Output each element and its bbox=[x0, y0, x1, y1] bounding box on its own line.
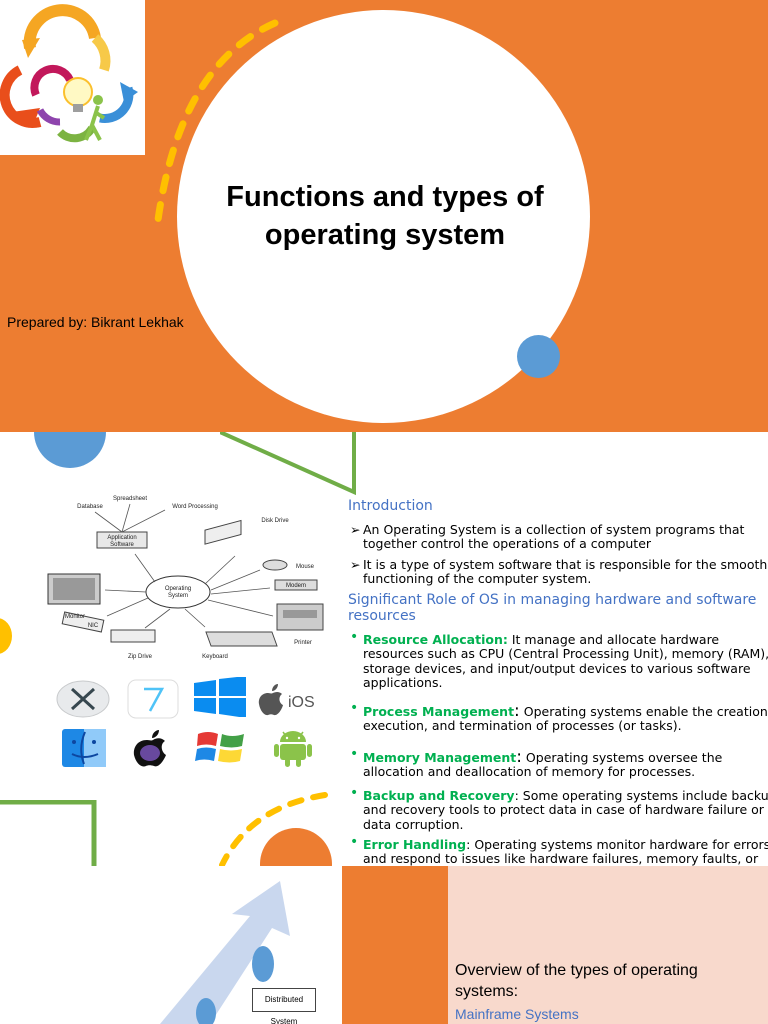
presentation-title: Functions and types of operating system bbox=[226, 181, 544, 251]
bullet-dot-icon: • bbox=[350, 700, 359, 716]
cycle-logo bbox=[0, 0, 145, 155]
first-type-label: Mainframe Systems bbox=[455, 1006, 579, 1022]
bullet-dot-icon: • bbox=[350, 629, 359, 645]
intro-point-1: ➢ An Operating System is a collection of… bbox=[350, 522, 745, 551]
windows-logo-icon bbox=[194, 677, 246, 717]
android-logo-icon bbox=[274, 731, 312, 767]
diagram-label-nic: NIC bbox=[88, 623, 99, 629]
role-heading: Significant Role of OS in managing hardw… bbox=[348, 592, 757, 624]
diagram-label-monitor: Monitor bbox=[65, 614, 85, 620]
apple-ios-logo-icon: iOS bbox=[258, 684, 315, 716]
bullet-dot-icon: • bbox=[350, 785, 359, 801]
diagram-label-modem: Modem bbox=[286, 583, 306, 589]
diagram-label-keyboard: Keyboard bbox=[202, 654, 228, 660]
ios-text: iOS bbox=[288, 694, 315, 711]
introduction-heading: Introduction bbox=[348, 498, 433, 514]
apple-logo-icon bbox=[133, 730, 166, 767]
overview-title: Overview of the types of operating syste… bbox=[455, 962, 698, 1000]
diagram-label-mouse: Mouse bbox=[296, 564, 315, 570]
os-diagram: Operating System Database Spreadsheet Wo… bbox=[47, 496, 324, 660]
ios-7-logo-icon bbox=[127, 679, 179, 719]
diagram-center-label: Operating bbox=[165, 586, 191, 592]
mac-finder-logo-icon bbox=[62, 729, 106, 767]
types-overview-slide: Distributed System Overview of the types… bbox=[0, 866, 768, 1024]
blue-oval-small-decoration bbox=[196, 998, 216, 1024]
cycle-logo-icon bbox=[0, 4, 138, 143]
diagram-label-printer: Printer bbox=[294, 640, 312, 646]
blue-arrow-decoration bbox=[160, 881, 290, 1024]
svg-text:System: System bbox=[168, 593, 188, 599]
windows-xp-logo-icon bbox=[195, 732, 244, 763]
diagram-label-zip-drive: Zip Drive bbox=[128, 654, 153, 660]
svg-text:Software: Software bbox=[110, 542, 134, 548]
dashed-arc-bottom-decoration bbox=[219, 792, 328, 866]
mac-os-x-logo-icon bbox=[56, 680, 110, 718]
orange-band bbox=[342, 866, 448, 1024]
diagram-label-application-software: Application bbox=[107, 535, 136, 541]
distributed-system-label: Distributed System bbox=[252, 988, 316, 1024]
blue-oval-decoration bbox=[252, 946, 274, 982]
dashed-arc-decoration bbox=[154, 19, 279, 224]
bullet-dot-icon: • bbox=[350, 746, 359, 762]
intro-point-2: ➢ It is a type of system software that i… bbox=[350, 557, 768, 586]
diagram-label-word-processing: Word Processing bbox=[172, 504, 218, 510]
bullet-dot-icon: • bbox=[350, 834, 359, 850]
green-corner-decoration bbox=[0, 800, 97, 866]
diagram-label-disk-drive: Disk Drive bbox=[261, 518, 289, 524]
blue-circle-decoration bbox=[34, 432, 106, 468]
yellow-circle-decoration bbox=[0, 618, 12, 654]
title-slide: Functions and types of operating system … bbox=[0, 0, 768, 432]
green-line-decoration bbox=[220, 432, 356, 496]
author-line: Prepared by: Bikrant Lekhak bbox=[7, 314, 184, 330]
arrow-bullet-icon: ➢ bbox=[350, 557, 361, 572]
blue-dot-decoration bbox=[517, 335, 560, 378]
pink-panel bbox=[448, 866, 768, 1024]
arrow-bullet-icon: ➢ bbox=[350, 522, 361, 537]
introduction-slide: Operating System Database Spreadsheet Wo… bbox=[0, 432, 768, 866]
diagram-label-spreadsheet: Spreadsheet bbox=[113, 496, 147, 502]
diagram-label-database: Database bbox=[77, 504, 103, 510]
